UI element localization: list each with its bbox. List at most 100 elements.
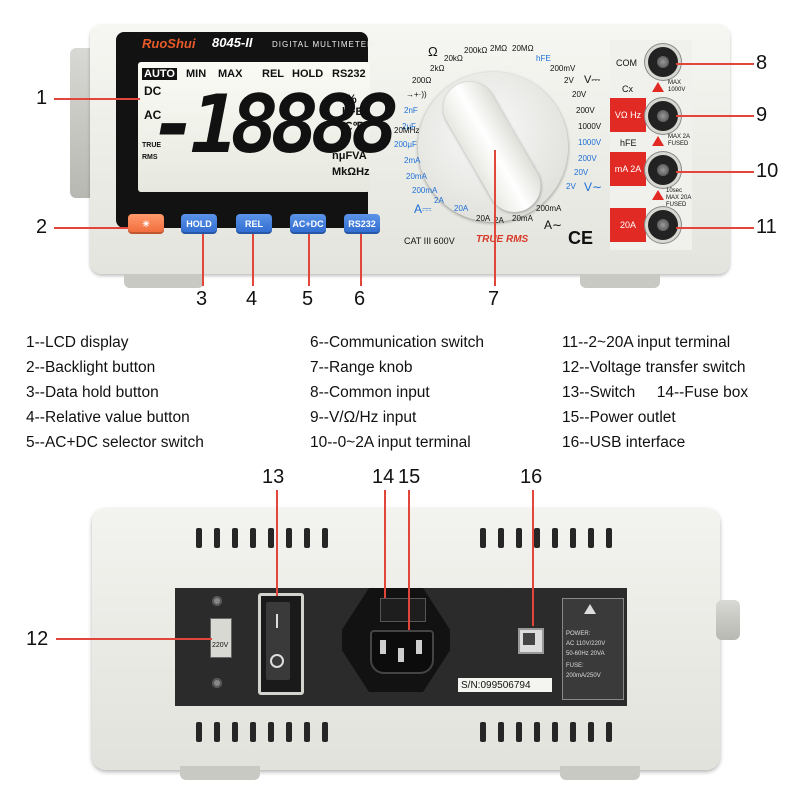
warning-icon — [584, 604, 596, 614]
range-20kohm: 20kΩ — [444, 54, 463, 63]
callout-9: 9 — [756, 104, 768, 126]
range-hfe: hFE — [536, 54, 551, 63]
callout-4: 4 — [246, 288, 258, 310]
lcd-auto: AUTO — [142, 68, 177, 80]
vent-slot — [552, 722, 558, 742]
range-2uF: 2μF — [402, 122, 416, 131]
outlet-pin — [398, 648, 404, 662]
vent-slot — [286, 528, 292, 548]
legend-item: 11--2~20A input terminal — [562, 334, 731, 351]
rs232-button[interactable]: RS232 — [344, 214, 380, 234]
callout-10: 10 — [756, 160, 779, 182]
power-spec-title: POWER: — [566, 631, 591, 637]
vent-slot — [552, 528, 558, 548]
com-jack[interactable] — [648, 47, 678, 77]
callout-line-6 — [360, 234, 362, 286]
ma-2a-jack[interactable] — [648, 155, 678, 185]
vent-slot — [268, 722, 274, 742]
legend-item: 6--Communication switch — [310, 334, 484, 351]
range-2mA-dc: 2mA — [404, 156, 421, 165]
rel-button[interactable]: REL — [236, 214, 272, 234]
legend-item: 13--Switch 14--Fuse box — [562, 384, 749, 401]
lcd-rs232: RS232 — [332, 68, 366, 80]
range-diode: →+·)) — [406, 90, 427, 99]
range-20V: 20V — [572, 90, 587, 99]
range-2nF: 2nF — [404, 106, 418, 115]
lcd-true-rms: TRUE RMS — [142, 142, 162, 161]
terminal-ma-label: mA 2A — [610, 152, 646, 186]
terminal-note-20a: 10sec MAX 20A FUSED — [666, 188, 692, 208]
range-acv-2V: 2V — [566, 182, 576, 191]
terminal-20a-label: 20A — [610, 208, 646, 242]
vohm-hz-jack[interactable] — [648, 101, 678, 131]
model-name: 8045-II — [212, 35, 253, 50]
vent-slot — [516, 528, 522, 548]
rear-foot-right — [560, 766, 640, 780]
lcd-ac: AC — [144, 108, 162, 122]
callout-14: 14 — [372, 466, 395, 488]
power-switch-rocker[interactable] — [266, 602, 290, 680]
terminal-note-ma: MAX 2A FUSED — [668, 134, 690, 147]
range-aca-200mA: 200mA — [536, 204, 562, 213]
range-aca-20A: 20A — [476, 214, 491, 223]
range-200uF: 200μF — [394, 140, 417, 149]
outlet-pin — [416, 640, 422, 654]
vent-slot — [232, 528, 238, 548]
legend-item: 7--Range knob — [310, 359, 413, 376]
power-spec-label — [562, 598, 624, 700]
vent-slot — [214, 528, 220, 548]
callout-line-14 — [384, 490, 386, 598]
vent-slot — [268, 528, 274, 548]
front-foot-left — [124, 274, 204, 288]
terminal-note-voltage: MAX 1000V — [668, 80, 686, 93]
vent-slot — [570, 528, 576, 548]
vent-slot — [570, 722, 576, 742]
vent-slot — [498, 722, 504, 742]
front-foot-right — [580, 274, 660, 288]
vent-slot — [534, 528, 540, 548]
terminal-cx-label: Cx — [622, 84, 633, 94]
range-200V: 200V — [576, 106, 595, 115]
warning-icon — [652, 190, 664, 200]
fuse-spec-value: 200mA/250V — [566, 673, 601, 679]
usb-port[interactable] — [518, 628, 544, 654]
vent-slot — [606, 528, 612, 548]
vent-slot — [196, 722, 202, 742]
range-aac: A∼ — [544, 218, 563, 232]
20a-jack[interactable] — [648, 210, 678, 240]
range-20A-dc: 20A — [454, 204, 469, 213]
fuse-drawer[interactable] — [380, 598, 426, 622]
callout-line-8 — [676, 63, 754, 65]
warning-icon — [652, 136, 664, 146]
acdc-button[interactable]: AC+DC — [290, 214, 326, 234]
lcd-dc: DC — [144, 84, 162, 98]
lcd-percent: % — [346, 92, 357, 106]
lcd-temperature: ℃℉ — [340, 121, 363, 133]
terminal-vohm-label: VΩ Hz — [610, 98, 646, 132]
range-vdc: V⎓ — [584, 74, 601, 86]
range-200mV: 200mV — [550, 64, 576, 73]
callout-11: 11 — [756, 216, 777, 238]
range-200mA-dc: 200mA — [412, 186, 438, 195]
range-1000V: 1000V — [578, 122, 602, 131]
legend-item: 2--Backlight button — [26, 359, 156, 376]
callout-16: 16 — [520, 466, 543, 488]
callout-line-1 — [54, 98, 140, 100]
legend-item: 15--Power outlet — [562, 409, 676, 426]
range-ohm-symbol: Ω — [428, 44, 438, 59]
vent-slot — [286, 722, 292, 742]
callout-line-10 — [676, 171, 754, 173]
range-aca-2A: 2A — [494, 216, 504, 225]
vent-slot — [516, 722, 522, 742]
callout-6: 6 — [354, 288, 366, 310]
range-adc: A⎓ — [414, 202, 432, 216]
lcd-max: MAX — [218, 68, 243, 80]
cat-rating: CAT III 600V — [404, 236, 455, 246]
power-spec-line1: AC 110V/220V — [566, 641, 606, 647]
callout-5: 5 — [302, 288, 314, 310]
voltage-selector-switch[interactable] — [210, 618, 232, 658]
hold-button[interactable]: HOLD — [181, 214, 217, 234]
backlight-button[interactable]: ☀ — [128, 214, 164, 234]
callout-line-13 — [276, 490, 278, 596]
lcd-hfe: hFE — [342, 106, 363, 118]
